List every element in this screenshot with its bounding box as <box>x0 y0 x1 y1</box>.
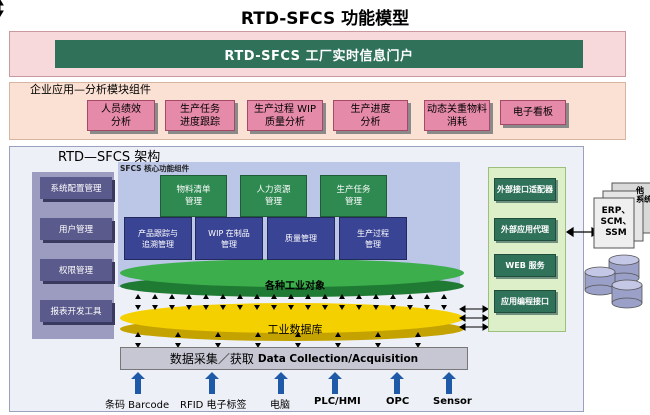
core-task-mgmt: 生产任务管理 <box>320 175 387 217</box>
external-adapter: 外部接口适配器 <box>494 178 556 201</box>
module-line: 消耗 <box>447 116 467 128</box>
collection-en-label: Data Collection/Acquisition <box>257 352 419 365</box>
external-system-line: SCM、 <box>600 217 632 227</box>
page-title: RTD-SFCS 功能模型 <box>240 9 410 29</box>
analysis-layer-label: 企业应用—分析模块组件 <box>30 83 151 96</box>
core-line: 人力资源 <box>256 185 291 195</box>
core-hr-mgmt: 人力资源管理 <box>240 175 307 217</box>
external-system-line: ERP、 <box>601 206 631 216</box>
external-systems-stack <box>593 182 650 249</box>
left-item-user-mgmt: 用户管理 <box>40 218 112 240</box>
module-line: 质量分析 <box>264 116 305 128</box>
module-line: 动态关重物料 <box>427 103 487 115</box>
source-sensor: Sensor <box>433 396 472 407</box>
core-line: 物料清单 <box>176 185 211 195</box>
core-quality-mgmt: 质量管理 <box>267 217 335 260</box>
left-item-system-config: 系统配置管理 <box>40 177 112 199</box>
left-item-report-tool: 报表开发工具 <box>40 300 112 322</box>
api: 应用编程接口 <box>494 290 556 313</box>
module-line: 分析 <box>111 116 131 128</box>
core-line: 生产任务 <box>336 185 371 195</box>
core-line: 管理 <box>344 197 362 207</box>
source-barcode: 条码 Barcode <box>105 400 170 411</box>
module-line: 进度跟踪 <box>180 116 220 128</box>
source-arrows <box>131 372 456 394</box>
core-line: 管理 <box>365 239 381 249</box>
module-staff-performance: 人员绩效分析 <box>87 100 155 131</box>
module-progress-analysis: 生产进度分析 <box>333 100 408 131</box>
data-exchange-arrows <box>0 0 4 17</box>
core-traceability-mgmt: 产品跟踪与追溯管理 <box>124 217 192 260</box>
industrial-db-ellipse <box>120 303 464 333</box>
core-line: 管理 <box>184 197 202 207</box>
external-proxy: 外部应用代理 <box>494 218 556 241</box>
core-wip-mgmt: WIP 在制品管理 <box>195 217 263 260</box>
collection-cn-label: 数据采集／获取 <box>169 352 254 366</box>
data-collection-bar: 数据采集／获取 Data Collection/Acquisition <box>120 347 468 370</box>
core-process-mgmt: 生产过程管理 <box>339 217 407 260</box>
core-line: 追溯管理 <box>142 239 174 249</box>
source-computer: 电脑 <box>270 400 290 411</box>
industrial-objects-label: 各种工业对象 <box>265 281 325 292</box>
module-kanban: 电子看板 <box>500 100 566 125</box>
web-service: WEB 服务 <box>494 254 556 277</box>
module-task-tracking: 生产任务进度跟踪 <box>165 100 235 131</box>
external-systems-back-label: 他 系统 <box>636 186 650 204</box>
module-line: 生产过程 WIP <box>253 103 317 115</box>
core-line: 管理 <box>264 197 282 207</box>
db-external-arrows <box>459 305 489 331</box>
core-line: 质量管理 <box>285 234 317 243</box>
module-material-consumption: 动态关重物料消耗 <box>424 100 490 131</box>
portal-bar: RTD-SFCS 工厂实时信息门户 <box>55 40 583 68</box>
module-line: 人员绩效 <box>101 103 141 115</box>
industrial-objects-ellipse <box>120 259 464 287</box>
database-cylinders <box>584 254 643 309</box>
source-rfid: RFID 电子标签 <box>180 400 247 411</box>
external-system-arrow <box>565 226 600 238</box>
source-opc: OPC <box>386 396 410 407</box>
architecture-label: RTD—SFCS 架构 <box>58 150 161 165</box>
core-line: 生产过程 <box>357 228 389 238</box>
module-line: 电子看板 <box>513 107 553 118</box>
module-line: 分析 <box>360 116 381 128</box>
core-line: 管理 <box>220 239 237 249</box>
source-plc-hmi: PLC/HMI <box>314 396 361 407</box>
module-line: 生产任务 <box>180 103 220 115</box>
core-bom-mgmt: 物料清单管理 <box>160 175 227 217</box>
core-line: 产品跟踪与 <box>138 228 178 238</box>
external-system-line: SSM <box>605 228 627 238</box>
core-components-label: SFCS 核心功能组件 <box>120 164 190 173</box>
core-line: WIP 在制品 <box>208 228 250 238</box>
external-systems-label: ERP、 SCM、 SSM <box>596 206 636 239</box>
left-item-permission-mgmt: 权限管理 <box>40 259 112 281</box>
industrial-db-label: 工业数据库 <box>267 323 323 336</box>
module-line: 生产进度 <box>350 103 391 115</box>
